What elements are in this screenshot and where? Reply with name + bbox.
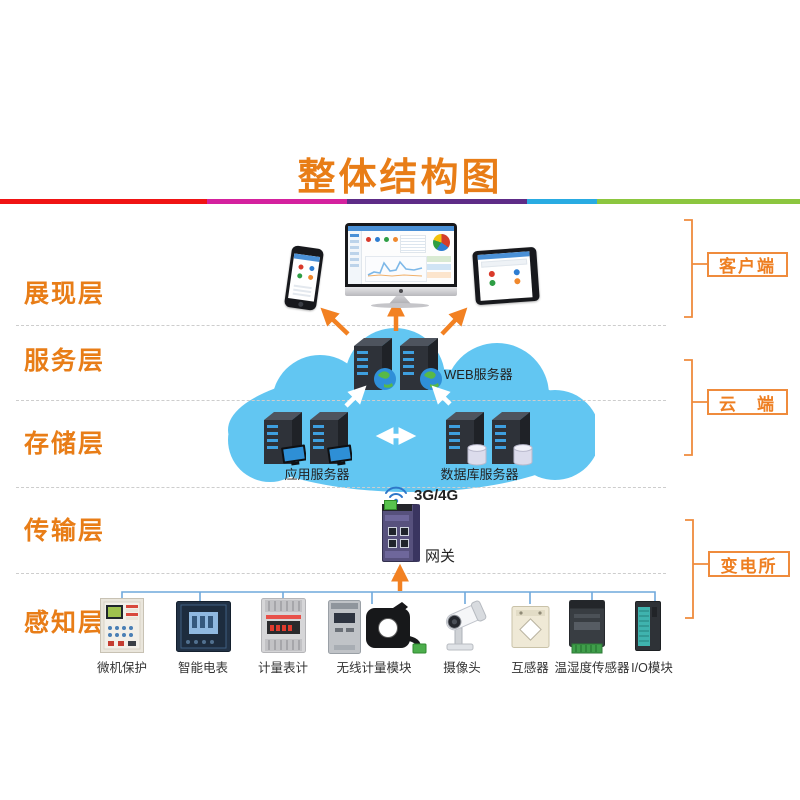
tablet-app-dots	[479, 266, 532, 289]
io-module-icon	[635, 601, 661, 651]
divider-segment-green	[597, 199, 800, 204]
phone-home-button	[297, 301, 304, 308]
monitor-header-bar	[348, 226, 454, 231]
monitor-screen	[348, 226, 454, 284]
app-server-label: 应用服务器	[284, 467, 350, 482]
monitor-stand	[389, 296, 411, 304]
group-box-cloud: 云 端	[707, 389, 788, 415]
page-title: 整体结构图	[297, 157, 503, 199]
monitor-status-rows	[427, 256, 451, 280]
server-tower-monitor-icon	[310, 412, 352, 466]
device-label: 无线计量模块	[336, 661, 412, 675]
divider-segment-red	[0, 199, 207, 204]
temp-humidity-sensor-icon	[569, 600, 605, 654]
device-label: 摄像头	[443, 661, 481, 675]
protection-relay-icon	[100, 598, 144, 653]
layer-label-service: 服务层	[24, 347, 106, 375]
gateway-label-strip	[385, 515, 409, 521]
monitor-chin	[345, 287, 457, 296]
monitor-pie-chart	[433, 234, 450, 251]
group-box-substation: 变电所	[708, 551, 790, 577]
bracket-substation	[685, 519, 708, 619]
device-label: 计量表计	[257, 661, 308, 675]
server-tower-database-icon	[446, 412, 487, 466]
web-server-icon	[352, 334, 442, 392]
web-server-label: WEB服务器	[444, 367, 513, 382]
current-transformer-icon	[511, 606, 550, 648]
divider-segment-blue	[527, 199, 597, 204]
db-server-label: 数据库服务器	[440, 467, 519, 482]
layer-divider-1	[16, 325, 666, 326]
gateway-top-cap	[382, 504, 412, 511]
gateway-label: 网关	[425, 548, 456, 565]
layer-label-perception: 感知层	[24, 609, 106, 637]
server-tower-database-icon	[492, 412, 533, 466]
server-tower-monitor-icon	[264, 412, 306, 466]
app-server-icon	[262, 408, 352, 466]
db-server-icon	[444, 408, 534, 466]
gateway-ports	[388, 527, 409, 548]
bracket-client	[684, 219, 707, 318]
divider-segment-magenta	[207, 199, 347, 204]
gateway-terminal-block	[384, 500, 397, 510]
monitor-status-dots	[366, 237, 398, 242]
wireless-metering-module-icon	[328, 600, 427, 654]
monitor-base	[371, 303, 429, 308]
desktop-monitor-icon	[345, 223, 457, 287]
monitor-mini-table	[400, 235, 426, 253]
divider-segment-purple	[347, 199, 527, 204]
server-tower-globe-icon	[354, 338, 396, 390]
din-rail-meter-icon	[261, 598, 306, 653]
group-box-client: 客户端	[707, 252, 788, 277]
tablet-screen	[477, 251, 533, 301]
device-label: I/O模块	[631, 661, 673, 675]
layer-divider-4	[16, 573, 666, 574]
gateway-device-icon	[382, 500, 420, 562]
smartphone-icon	[283, 245, 325, 311]
cctv-camera-icon	[445, 600, 487, 651]
device-label: 微机保护	[96, 661, 147, 675]
phone-screen	[288, 253, 321, 302]
server-tower-globe-icon	[400, 338, 442, 390]
layer-label-storage: 存储层	[24, 430, 106, 458]
device-label: 智能电表	[177, 661, 228, 675]
layer-divider-2	[16, 400, 666, 401]
apple-logo-icon	[399, 289, 403, 293]
layer-label-presentation: 展现层	[24, 280, 106, 308]
monitor-line-chart	[365, 256, 427, 282]
layer-label-transmission: 传输层	[24, 517, 106, 545]
layer-divider-3	[16, 487, 666, 488]
phone-app-dots	[290, 258, 319, 285]
tablet-icon	[472, 246, 540, 306]
smart-meter-icon	[176, 601, 231, 652]
rainbow-divider	[0, 199, 800, 204]
gateway-bottom-strip	[385, 551, 409, 558]
signal-label: 3G/4G	[414, 487, 459, 504]
device-label: 互感器	[511, 661, 549, 675]
monitor-sidebar	[348, 231, 362, 284]
bracket-cloud	[684, 359, 707, 456]
device-label: 温湿度传感器	[554, 661, 630, 675]
